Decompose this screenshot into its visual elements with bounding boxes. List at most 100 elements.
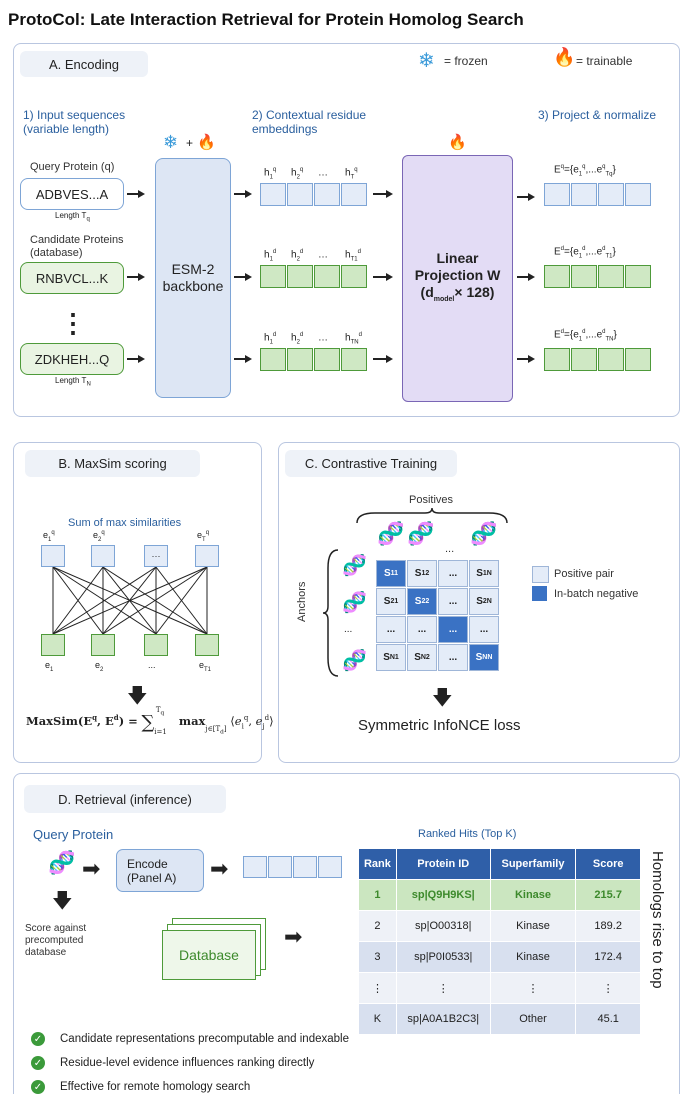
check-icon: ✓	[31, 1080, 45, 1094]
table-cell: Other	[489, 1003, 577, 1035]
side-label: Homologs rise to top	[649, 851, 666, 989]
maxsim-graph	[52, 566, 208, 635]
linear-projection: Linear Projection W (dmodel× 128)	[402, 155, 513, 402]
protein-icon: 🧬	[48, 850, 76, 875]
query-sequence: ADBVES...A	[20, 178, 124, 210]
table-row: ⋮⋮⋮⋮	[358, 972, 641, 1004]
embedding-index-label: h1q	[264, 167, 277, 181]
down-arrow: 🡇	[52, 890, 73, 912]
query-token-node: ···	[144, 545, 168, 567]
arrow	[127, 273, 145, 281]
anchors-label: Anchors	[296, 581, 308, 622]
panel-b	[13, 442, 262, 763]
matrix-cell: ...	[438, 644, 468, 671]
projection-line1: Linear	[436, 249, 479, 266]
panel-a-label: A. Encoding	[20, 51, 148, 77]
matrix-cell: ...	[469, 616, 499, 643]
flame-icon: 🔥	[553, 47, 576, 67]
protein-structure-icon: 🧬	[407, 521, 435, 546]
table-cell: ⋮	[395, 972, 491, 1004]
embedding-cell	[625, 348, 651, 371]
arrow	[234, 273, 252, 281]
table-cell: 3	[358, 941, 397, 973]
table-cell: K	[358, 1003, 397, 1035]
snowflake-icon: ❄	[418, 50, 435, 72]
bullet-text: Candidate representations precomputable …	[60, 1033, 349, 1045]
projection-line3: (dmodel× 128)	[420, 283, 495, 303]
esm2-backbone: ESM-2 backbone	[155, 158, 231, 398]
vertical-dots: ⋮	[60, 308, 86, 338]
candidate-sequence-1: RNBVCL...K	[20, 262, 124, 294]
doc-token-label: ...	[148, 660, 156, 670]
protein-structure-icon: 🧬	[342, 592, 367, 614]
column-header: Protein ID	[395, 848, 491, 880]
table-cell: 1	[358, 879, 397, 911]
query-token-node	[195, 545, 219, 567]
query-token-node	[41, 545, 65, 567]
thick-arrow: ➡	[82, 856, 101, 881]
check-icon: ✓	[31, 1056, 45, 1070]
arrow	[517, 355, 535, 363]
table-cell: Kinase	[489, 879, 577, 911]
anchors-dots: ...	[344, 624, 353, 635]
similarity-edge	[155, 566, 208, 635]
embedding-cell	[341, 183, 367, 206]
database-stack: Database	[162, 918, 267, 980]
table-cell: 189.2	[575, 910, 641, 942]
embedding-cell	[544, 265, 570, 288]
similarity-edge	[52, 566, 157, 635]
table-cell: sp|P0I0533|	[395, 941, 491, 973]
embedding-cell	[314, 183, 340, 206]
embedding-cell	[287, 348, 313, 371]
query-token-node	[91, 545, 115, 567]
legend-positive-swatch	[532, 566, 549, 583]
down-arrow: 🡇	[432, 687, 453, 709]
matrix-cell: ...	[438, 560, 468, 587]
query-protein-label: Query Protein	[33, 827, 114, 842]
database-label: Database	[179, 947, 239, 963]
doc-token-node	[144, 634, 168, 656]
table-cell: sp|Q9H9KS|	[395, 879, 491, 911]
panel-d-label: D. Retrieval (inference)	[24, 785, 226, 813]
encode-box: Encode (Panel A)	[116, 849, 204, 892]
matrix-cell: ...	[438, 588, 468, 615]
table-cell: ⋮	[575, 972, 641, 1004]
score-label: Score against precomputed database	[25, 923, 87, 958]
positives-dots: ...	[445, 543, 455, 555]
embedding-cell	[287, 183, 313, 206]
column-header: Score	[575, 848, 641, 880]
projected-embedding-label: Ed={e1d,...edT1}	[554, 246, 616, 260]
embedding-cell	[341, 348, 367, 371]
arrow	[234, 190, 252, 198]
candidate-length: Length TN	[55, 376, 91, 388]
doc-token-node	[195, 634, 219, 656]
thick-arrow: ➡	[284, 924, 303, 949]
legend-positive: Positive pair	[554, 568, 614, 580]
table-cell: ⋮	[489, 972, 577, 1004]
query-token-label: e2q	[93, 530, 105, 543]
table-cell: sp|A0A1B2C3|	[395, 1003, 491, 1035]
similarity-edge	[102, 566, 208, 635]
embedding-index-label: …	[318, 332, 328, 344]
query-label: Query Protein (q)	[30, 161, 115, 173]
candidate-sequence-n: ZDKHEH...Q	[20, 343, 124, 375]
protein-structure-icon: 🧬	[342, 650, 367, 672]
arrow	[517, 193, 535, 201]
embedding-cell	[260, 348, 286, 371]
matrix-cell: ...	[376, 616, 406, 643]
legend-negative: In-batch negative	[554, 588, 639, 600]
embedding-cell	[314, 265, 340, 288]
panel-c-label: C. Contrastive Training	[285, 450, 457, 477]
query-embedding-cell	[243, 856, 267, 878]
arrow	[517, 273, 535, 281]
page-title: ProtoCol: Late Interaction Retrieval for…	[8, 10, 524, 29]
column-header: Superfamily	[489, 848, 577, 880]
